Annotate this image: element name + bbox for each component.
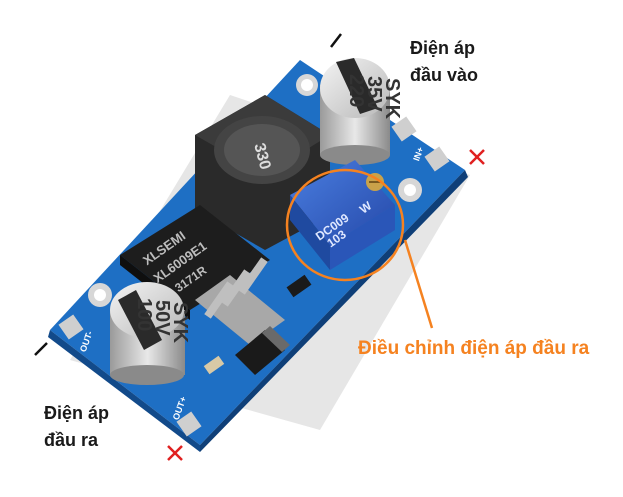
mounting-hole-right — [398, 178, 422, 202]
cap-out-voltage: 50V — [151, 300, 173, 336]
diode — [235, 326, 290, 375]
label-output-voltage: Điện áp đầu ra — [44, 400, 109, 454]
label-output-line2: đầu ra — [44, 430, 99, 450]
label-input-line2: đầu vào — [410, 65, 479, 85]
cap-out-brand: SYK — [169, 302, 191, 344]
highlight-circle — [285, 168, 405, 282]
pcb-edge — [48, 330, 200, 452]
highlight-pointer-line — [403, 239, 434, 329]
inductor-code: 330 — [250, 141, 273, 171]
dash-mark-in-minus — [330, 33, 342, 48]
pad-in-minus — [391, 116, 417, 142]
pin-label-in-plus: IN+ — [411, 146, 425, 163]
cross-mark-out-plus — [167, 445, 183, 461]
label-adjust-output: Điều chỉnh điện áp đầu ra — [358, 338, 590, 359]
mounting-hole-top — [296, 74, 318, 96]
label-input-line1: Điện áp — [410, 38, 476, 58]
output-capacitor: 100 50V SYK — [110, 282, 191, 385]
cap-out-value: 100 — [133, 298, 155, 331]
label-output-line1: Điện áp — [44, 403, 110, 423]
cap-in-brand: SYK — [381, 78, 403, 120]
label-input-voltage: Điện áp đầu vào — [410, 35, 478, 89]
smd-capacitor — [203, 355, 225, 375]
pad-out-minus — [58, 314, 84, 340]
mounting-hole-left — [88, 283, 112, 307]
dash-mark-out-minus — [34, 342, 48, 356]
trimmer-potentiometer: DC009 103 W — [290, 160, 395, 270]
pad-in-plus — [424, 146, 450, 172]
pad-out-plus — [176, 411, 202, 437]
input-capacitor: 220 35V SYK — [320, 58, 403, 165]
smd-resistor — [286, 274, 312, 298]
cap-in-value: 220 — [345, 74, 367, 107]
cross-mark-in-plus — [469, 149, 485, 165]
cap-in-voltage: 35V — [363, 76, 385, 112]
